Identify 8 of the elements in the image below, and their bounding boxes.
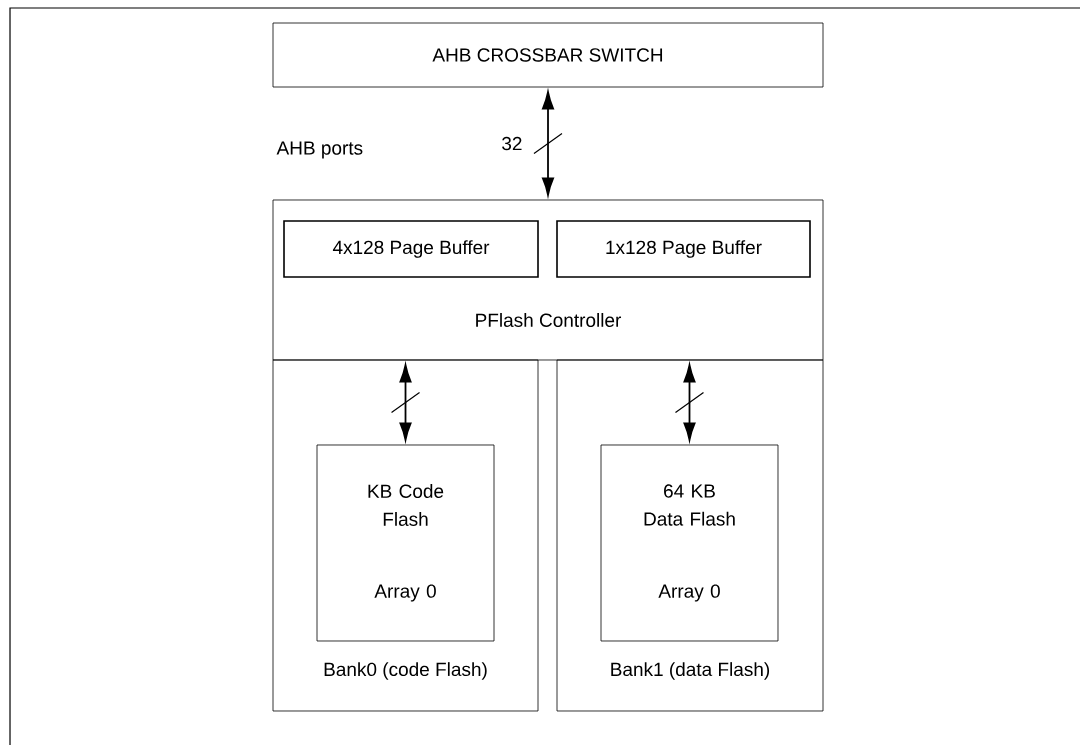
block-box: 1x128 Page Buffer bbox=[556, 220, 811, 278]
block-box: 4x128 Page Buffer bbox=[283, 220, 539, 278]
port-label: AHB ports bbox=[276, 141, 363, 159]
memory-array-box: 64 KB Data Flash Array 0 bbox=[600, 444, 779, 642]
bus-width-label: 32 bbox=[502, 136, 522, 151]
block-box: AHB CROSSBAR SWITCH bbox=[272, 22, 824, 88]
bus-arrow bbox=[542, 91, 554, 196]
memory-array-box: KB Code Flash Array 0 bbox=[316, 444, 495, 642]
